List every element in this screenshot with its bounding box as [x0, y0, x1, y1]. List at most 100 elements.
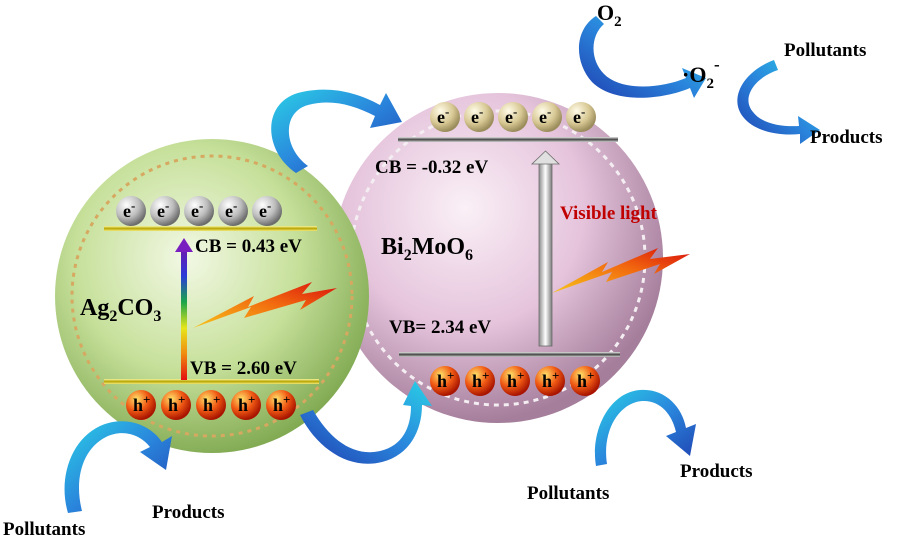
ag2co3-name-part: CO: [117, 295, 153, 321]
electron-particle-label: e-: [505, 104, 517, 127]
curved-arrow-icon: [737, 60, 820, 144]
hole-particle-letter: h: [168, 395, 178, 415]
oxygen-main: O: [597, 0, 614, 25]
electron-particle-letter: e: [437, 107, 445, 127]
ag2co3-name-part: Ag: [80, 295, 109, 321]
hole-particle: [231, 390, 261, 420]
bi2moo6-name-sub: 6: [465, 247, 473, 264]
hole-particle-charge: +: [143, 392, 150, 407]
ag2co3-name-sub: 3: [153, 308, 161, 325]
oxygen-sub: 2: [614, 14, 622, 30]
hole-particle-charge: +: [283, 392, 290, 407]
hole-particle-label: h+: [273, 392, 290, 415]
electron-particle-charge: -: [445, 104, 449, 119]
electron-particle-letter: e: [157, 201, 165, 221]
electron-particle-label: e-: [259, 198, 271, 221]
electron-particle-charge: -: [233, 198, 237, 213]
electron-particle-label: e-: [157, 198, 169, 221]
hole-particle-letter: h: [203, 395, 213, 415]
hole-particle-charge: +: [552, 368, 559, 383]
electron-particle-charge: -: [547, 104, 551, 119]
electron-particle-label: e-: [539, 104, 551, 127]
bi2moo6-name-part: MoO: [412, 234, 465, 260]
electron-particle-letter: e: [573, 107, 581, 127]
electron-particle-charge: -: [199, 198, 203, 213]
hole-particle-label: h+: [577, 368, 594, 391]
bi2moo6-name-part: Bi: [381, 234, 404, 260]
bi2moo6-electron-row: e-e-e-e-e-: [430, 102, 596, 132]
hole-particle-letter: h: [238, 395, 248, 415]
hole-particle-charge: +: [482, 368, 489, 383]
hole-particle-label: h+: [168, 392, 185, 415]
left-products-label: Products: [152, 502, 224, 523]
electron-particle: [532, 102, 562, 132]
hole-particle-charge: +: [213, 392, 220, 407]
ag2co3-name-sub: 2: [109, 308, 117, 325]
superoxide-radical-label: ·O2-: [682, 55, 720, 92]
hole-particle-charge: +: [248, 392, 255, 407]
ag2co3-excitation-arrow: [175, 238, 193, 380]
hole-particle: [196, 390, 226, 420]
hole-particle: [570, 366, 600, 396]
curved-arrow-icon: [300, 381, 432, 464]
electron-particle: [150, 196, 180, 226]
electron-particle: [116, 196, 146, 226]
hole-particle-letter: h: [577, 371, 587, 391]
hole-particle: [266, 390, 296, 420]
electron-particle-charge: -: [479, 104, 483, 119]
ag2co3-vb-line: [104, 379, 319, 384]
electron-particle-label: e-: [123, 198, 135, 221]
hole-particle: [535, 366, 565, 396]
hole-particle-charge: +: [517, 368, 524, 383]
electron-particle-letter: e: [539, 107, 547, 127]
curved-arrow-icon: [64, 421, 172, 513]
electron-particle-label: e-: [225, 198, 237, 221]
electron-particle: [252, 196, 282, 226]
radical-sub: 2: [706, 76, 714, 92]
ag2co3-cb-label: CB = 0.43 eV: [195, 236, 302, 257]
left-pollutants-label: Pollutants: [3, 519, 85, 540]
electron-particle-charge: -: [513, 104, 517, 119]
bi2moo6-cb-label: CB = -0.32 eV: [375, 157, 488, 178]
electron-particle-letter: e: [191, 201, 199, 221]
hole-particle-letter: h: [507, 371, 517, 391]
visible-light-label: Visible light: [560, 203, 658, 224]
hole-particle: [126, 390, 156, 420]
electron-particle-label: e-: [437, 104, 449, 127]
curved-arrow-icon: [578, 16, 706, 98]
radical-sup: -: [714, 55, 720, 74]
bi2moo6-vb-label: VB= 2.34 eV: [389, 317, 491, 338]
electron-particle-letter: e: [225, 201, 233, 221]
hole-particle: [430, 366, 460, 396]
hole-particle-letter: h: [133, 395, 143, 415]
electron-particle-charge: -: [131, 198, 135, 213]
hole-particle: [161, 390, 191, 420]
electron-particle: [498, 102, 528, 132]
oxygen-label: O2: [597, 0, 622, 30]
electron-particle-charge: -: [267, 198, 271, 213]
hole-particle-label: h+: [472, 368, 489, 391]
mid-products-label: Products: [680, 461, 752, 482]
bi2moo6-excitation-arrow: [531, 150, 560, 347]
electron-particle-letter: e: [259, 201, 267, 221]
ag2co3-vb-label: VB = 2.60 eV: [190, 358, 297, 379]
hole-particle-label: h+: [133, 392, 150, 415]
hole-particle: [465, 366, 495, 396]
mid-pollutants-label: Pollutants: [527, 483, 609, 504]
electron-particle-letter: e: [505, 107, 513, 127]
top-pollutants-label: Pollutants: [784, 40, 866, 61]
hole-particle: [500, 366, 530, 396]
ag2co3-name: Ag2CO3: [80, 295, 161, 325]
electron-particle: [464, 102, 494, 132]
electron-particle: [566, 102, 596, 132]
bi2moo6-cb-line: [398, 137, 618, 142]
ag2co3-electron-row: e-e-e-e-e-: [116, 196, 282, 226]
electron-particle-charge: -: [581, 104, 585, 119]
lightning-bolt-icon: [193, 282, 337, 328]
bi2moo6-name: Bi2MoO6: [381, 234, 473, 264]
electron-particle-letter: e: [471, 107, 479, 127]
hole-particle-letter: h: [273, 395, 283, 415]
hole-particle-label: h+: [203, 392, 220, 415]
electron-particle: [430, 102, 460, 132]
ag2co3-cb-line: [104, 226, 317, 231]
